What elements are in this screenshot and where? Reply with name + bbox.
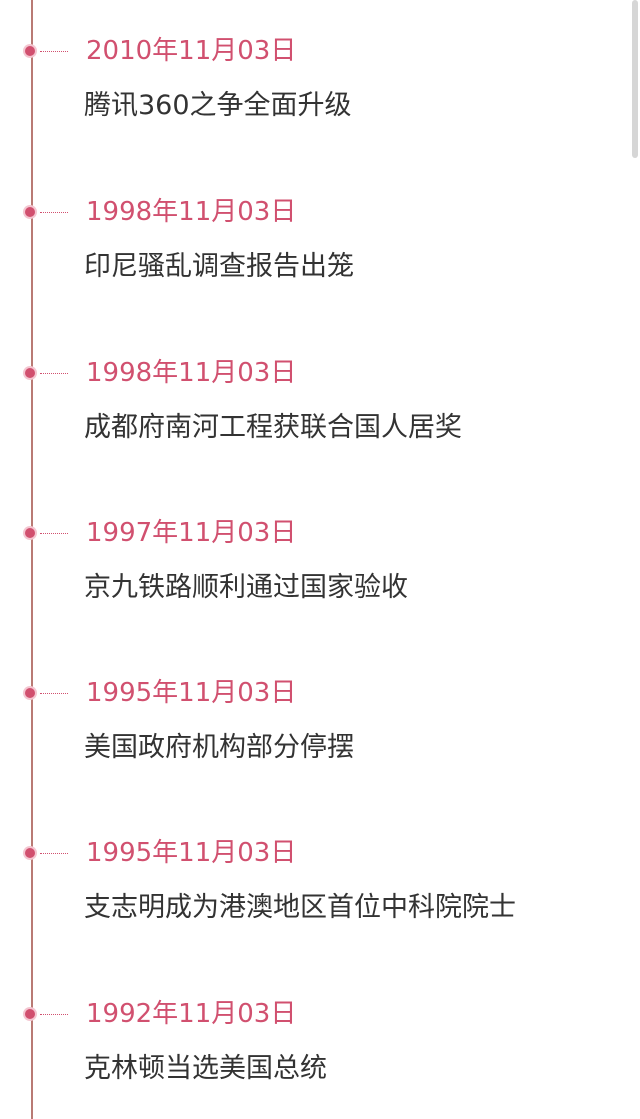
timeline-event[interactable]: 2010年11月03日 腾讯360之争全面升级 [0, 0, 620, 121]
dotted-connector [40, 693, 68, 694]
dotted-connector [40, 533, 68, 534]
event-date: 2010年11月03日 [86, 36, 297, 66]
timeline-dot-icon [25, 528, 35, 538]
dotted-connector [40, 373, 68, 374]
timeline-event[interactable]: 1995年11月03日 美国政府机构部分停摆 [0, 642, 620, 763]
timeline-event[interactable]: 1995年11月03日 支志明成为港澳地区首位中科院院士 [0, 802, 620, 923]
event-title[interactable]: 京九铁路顺利通过国家验收 [84, 572, 408, 603]
timeline-dot-icon [25, 848, 35, 858]
scrollbar[interactable] [632, 0, 638, 158]
dotted-connector [40, 853, 68, 854]
timeline-line [31, 0, 33, 1119]
dotted-connector [40, 1014, 68, 1015]
event-date: 1995年11月03日 [86, 678, 297, 708]
timeline-dot-icon [25, 368, 35, 378]
timeline-dot-icon [25, 207, 35, 217]
event-title[interactable]: 成都府南河工程获联合国人居奖 [84, 412, 462, 443]
timeline-event[interactable]: 1998年11月03日 印尼骚乱调查报告出笼 [0, 161, 620, 282]
timeline-dot-icon [25, 46, 35, 56]
event-date: 1995年11月03日 [86, 838, 297, 868]
event-date: 1998年11月03日 [86, 197, 297, 227]
timeline-dot-icon [25, 688, 35, 698]
event-title[interactable]: 腾讯360之争全面升级 [84, 90, 352, 121]
dotted-connector [40, 212, 68, 213]
timeline-event[interactable]: 1992年11月03日 克林顿当选美国总统 [0, 963, 620, 1084]
event-title[interactable]: 印尼骚乱调查报告出笼 [84, 251, 354, 282]
event-date: 1997年11月03日 [86, 518, 297, 548]
event-title[interactable]: 支志明成为港澳地区首位中科院院士 [84, 892, 516, 923]
event-date: 1992年11月03日 [86, 999, 297, 1029]
event-title[interactable]: 美国政府机构部分停摆 [84, 732, 354, 763]
event-date: 1998年11月03日 [86, 358, 297, 388]
timeline-event[interactable]: 1998年11月03日 成都府南河工程获联合国人居奖 [0, 322, 620, 443]
dotted-connector [40, 51, 68, 52]
event-title[interactable]: 克林顿当选美国总统 [84, 1053, 327, 1084]
timeline-dot-icon [25, 1009, 35, 1019]
timeline-event[interactable]: 1997年11月03日 京九铁路顺利通过国家验收 [0, 482, 620, 603]
